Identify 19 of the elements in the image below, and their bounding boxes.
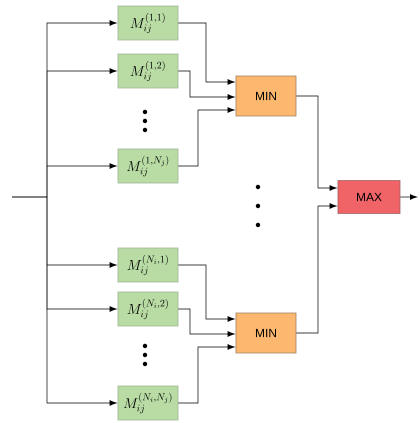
function-box: $M_{ij}^{(N_i,2)}$: [118, 292, 178, 326]
min-box: MIN: [236, 312, 296, 354]
function-box: $M_{ij}^{(1,1)}$: [118, 6, 178, 40]
arrow: [296, 96, 336, 191]
arrow: [178, 22, 234, 85]
arrow: [178, 70, 234, 100]
arrow: [178, 344, 234, 404]
arrow: [178, 107, 234, 166]
arrow: [400, 194, 417, 200]
function-box: $M_{ij}^{(N_i,1)}$: [118, 248, 178, 282]
function-box: $M_{ij}^{(1,2)}$: [118, 54, 178, 88]
function-box: $M_{ij}^{(N_i,N_j)}$: [118, 386, 178, 420]
min-box: MIN: [236, 76, 296, 116]
arrow: [12, 196, 116, 406]
arrow: [296, 203, 336, 334]
max-box: MAX: [338, 180, 400, 214]
function-box: $M_{ij}^{(1,N_j)}$: [118, 148, 178, 184]
arrow: [178, 264, 234, 322]
arrow: [178, 308, 234, 337]
